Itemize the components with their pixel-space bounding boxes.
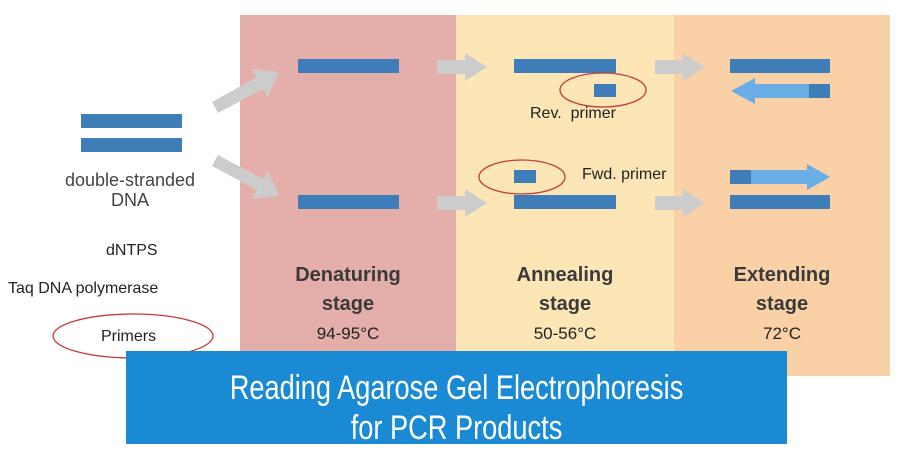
rev-primer-extended — [809, 84, 830, 98]
arrow-ann-to-ext-top — [655, 53, 705, 81]
dna-strand-top — [81, 114, 182, 128]
rev-primer-circle — [559, 72, 647, 108]
denatured-strand-top — [298, 59, 399, 73]
annealing-stage-temp: 50-56°C — [533, 324, 597, 343]
fwd-extension-arrow — [751, 164, 830, 190]
rev-primer — [594, 84, 616, 97]
rev-primer-label: Rev. primer — [530, 105, 616, 122]
annealing-stage-title: Annealing stage — [516, 264, 614, 315]
denaturing-stage-title: Denaturing stage — [295, 264, 401, 315]
extending-strand-top — [730, 59, 830, 73]
primers-label: Primers — [101, 328, 157, 345]
denatured-strand-bottom — [298, 195, 399, 209]
split-arrow-up — [212, 69, 279, 113]
rev-extension-arrow — [731, 78, 809, 104]
extending-stage-title: Extending stage — [733, 264, 831, 315]
denaturing-stage-temp: 94-95°C — [316, 324, 380, 343]
banner-title: Reading Agarose Gel Electrophoresis for … — [229, 369, 684, 444]
split-arrow-down — [212, 155, 279, 199]
arrow-den-to-ann-top — [437, 53, 487, 81]
annealing-strand-bottom — [514, 195, 616, 209]
extending-strand-bottom — [730, 195, 830, 209]
arrow-den-to-ann-bottom — [437, 189, 487, 217]
dntps-label: dNTPS — [106, 242, 158, 259]
dna-label: double-stranded DNA — [64, 170, 196, 210]
fwd-primer — [514, 170, 536, 183]
fwd-primer-circle — [478, 159, 566, 195]
taq-polymerase-label: Taq DNA polymerase — [8, 280, 159, 297]
fwd-primer-extended — [730, 170, 751, 184]
extending-stage-temp: 72°C — [763, 324, 801, 343]
arrow-ann-to-ext-bottom — [655, 189, 705, 217]
title-banner: Reading Agarose Gel Electrophoresis for … — [126, 351, 787, 444]
fwd-primer-label: Fwd. primer — [582, 166, 667, 183]
dna-strand-bottom — [81, 138, 182, 152]
annealing-strand-top — [514, 59, 616, 73]
